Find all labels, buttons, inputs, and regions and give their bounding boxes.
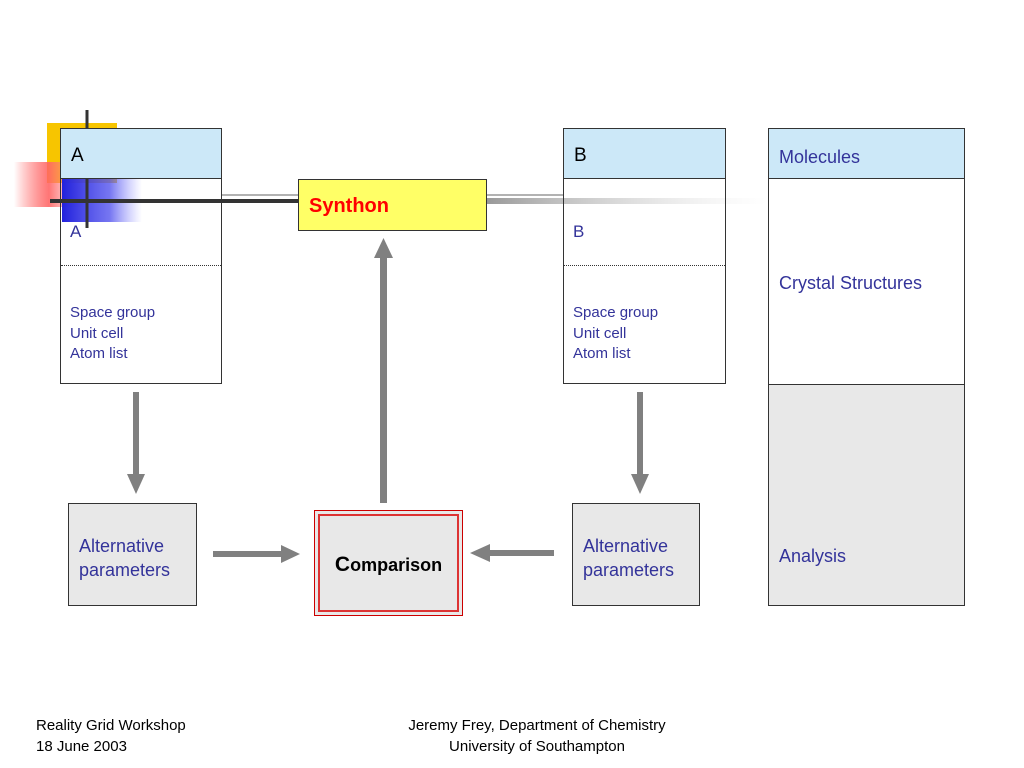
list-item: Unit cell [573,324,627,342]
alt-params-right: Alternative parameters [572,503,700,606]
molecules-cell: Molecules [768,128,965,179]
alt-params-left-line2: parameters [79,560,171,580]
alt-params-right-line2: parameters [583,560,675,580]
footer-institution: University of Southampton [449,738,625,755]
footer-workshop: Reality Grid Workshop [36,717,186,734]
arrow-b-down-head [631,474,649,494]
crystal-b-properties: Space group Unit cell Atom list [563,303,658,365]
crystal-a-sub-label: A [70,222,82,241]
comparison-box: Comparison [314,510,463,616]
analysis-label: Analysis [779,546,847,566]
list-item: Atom list [573,345,631,362]
arrow-a-down [133,392,139,476]
arrow-left-to-comparison [213,551,283,557]
footer-date: 18 June 2003 [36,738,127,755]
list-item: Space group [573,304,659,321]
footer-left: Reality Grid Workshop 18 June 2003 [36,715,186,757]
synthon-label: Synthon [309,195,389,217]
crystal-a-header: A [60,128,222,179]
arrow-left-to-comparison-head [281,545,300,563]
list-item: Unit cell [70,324,124,342]
alt-params-right-line1: Alternative [583,536,669,556]
crystal-a-properties: Space group Unit cell Atom list [60,303,155,365]
molecules-label: Molecules [779,147,861,167]
crystal-b-divider [564,265,725,266]
arrow-comparison-up-head [374,238,393,258]
crystal-structures-cell: Crystal Structures [768,179,965,384]
comparison-label: omparison [350,555,443,575]
crystal-a-divider [61,265,221,266]
footer-center: Jeremy Frey, Department of Chemistry Uni… [337,715,737,757]
crystal-structures-label: Crystal Structures [779,273,923,293]
list-item: Space group [70,304,156,321]
crystal-b-header-label: B [574,145,587,166]
alt-params-left: Alternative parameters [68,503,197,606]
arrow-right-to-comparison-head [470,544,490,562]
list-item: Atom list [70,345,128,362]
alt-params-left-line1: Alternative [79,536,165,556]
crystal-b-header: B [563,128,726,179]
arrow-comparison-up [380,256,387,503]
footer-author: Jeremy Frey, Department of Chemistry [408,717,666,734]
synthon-box: Synthon [298,179,487,231]
crystal-b-sub-label: B [573,222,585,241]
arrow-b-down [637,392,643,476]
comparison-initial: C [334,553,351,576]
arrow-right-to-comparison [488,550,554,556]
analysis-cell: Analysis [768,384,965,606]
crystal-a-header-label: A [71,145,84,166]
arrow-a-down-head [127,474,145,494]
